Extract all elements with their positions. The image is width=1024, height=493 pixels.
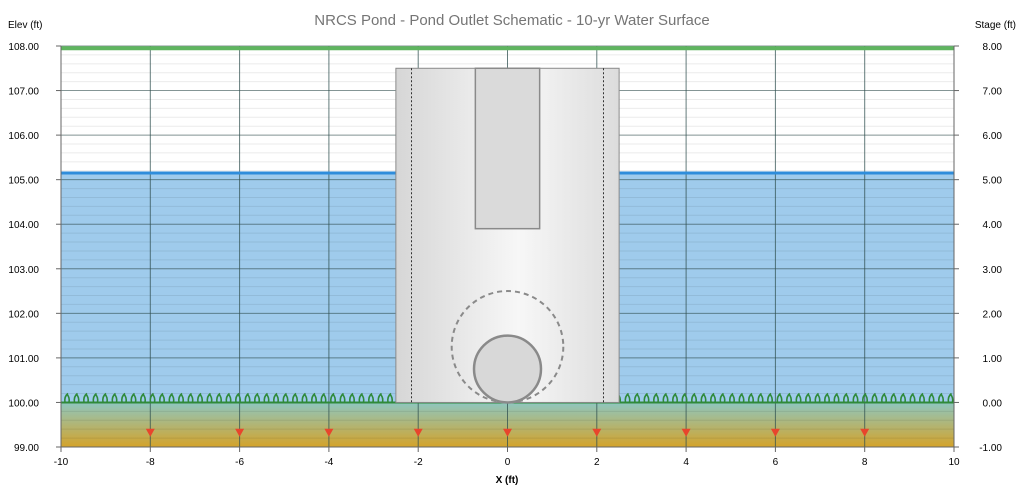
y-tick-label-left: 105.00 — [8, 176, 39, 187]
x-tick-label: -6 — [235, 457, 244, 468]
y-tick-label-right: 7.00 — [983, 87, 1003, 98]
y-tick-label-left: 102.00 — [8, 309, 39, 320]
barrel-pipe — [472, 334, 543, 404]
left-axis-title: Elev (ft) — [8, 20, 42, 31]
x-tick-label: -4 — [324, 457, 333, 468]
soil-marker — [145, 428, 155, 437]
y-tick-label-right: 3.00 — [983, 265, 1003, 276]
right-axis-title: Stage (ft) — [975, 20, 1016, 31]
y-tick-label-left: 106.00 — [8, 131, 39, 142]
soil-marker — [413, 428, 423, 437]
y-tick-label-right: 0.00 — [983, 398, 1003, 409]
y-tick-label-right: 4.00 — [983, 220, 1003, 231]
x-axis-title: X (ft) — [496, 475, 519, 486]
y-tick-label-left: 103.00 — [8, 265, 39, 276]
x-tick-label: 4 — [683, 457, 689, 468]
soil-marker — [503, 428, 512, 437]
x-tick-label: -8 — [146, 457, 155, 468]
plot-area: 99.00100.00101.00102.00103.00104.00105.0… — [8, 42, 1002, 468]
y-tick-label-left: 99.00 — [14, 443, 39, 454]
x-tick-label: 8 — [862, 457, 868, 468]
soil-marker — [324, 428, 334, 437]
y-tick-label-left: 108.00 — [8, 42, 39, 53]
dashed-pipe-outline — [450, 290, 565, 404]
soil-marker — [681, 428, 691, 437]
riser-slot-opening — [474, 67, 541, 230]
x-tick-label: 10 — [948, 457, 960, 468]
x-tick-label: 6 — [773, 457, 779, 468]
y-tick-label-left: 100.00 — [8, 398, 39, 409]
y-tick-label-left: 101.00 — [8, 354, 39, 365]
y-tick-label-right: 6.00 — [983, 131, 1003, 142]
soil-marker — [860, 428, 870, 437]
x-tick-label: -10 — [54, 457, 69, 468]
y-tick-label-right: -1.00 — [979, 443, 1002, 454]
soil-marker — [235, 428, 245, 437]
x-tick-label: -2 — [414, 457, 423, 468]
y-tick-label-right: 1.00 — [983, 354, 1003, 365]
y-tick-label-right: 2.00 — [983, 309, 1003, 320]
y-tick-label-right: 8.00 — [983, 42, 1003, 53]
y-tick-label-right: 5.00 — [983, 176, 1003, 187]
y-tick-label-left: 104.00 — [8, 220, 39, 231]
soil-marker — [592, 428, 602, 437]
soil-marker — [770, 428, 780, 437]
x-tick-label: 0 — [505, 457, 511, 468]
x-tick-label: 2 — [594, 457, 600, 468]
chart-title: NRCS Pond - Pond Outlet Schematic - 10-y… — [314, 12, 709, 29]
y-tick-label-left: 107.00 — [8, 87, 39, 98]
